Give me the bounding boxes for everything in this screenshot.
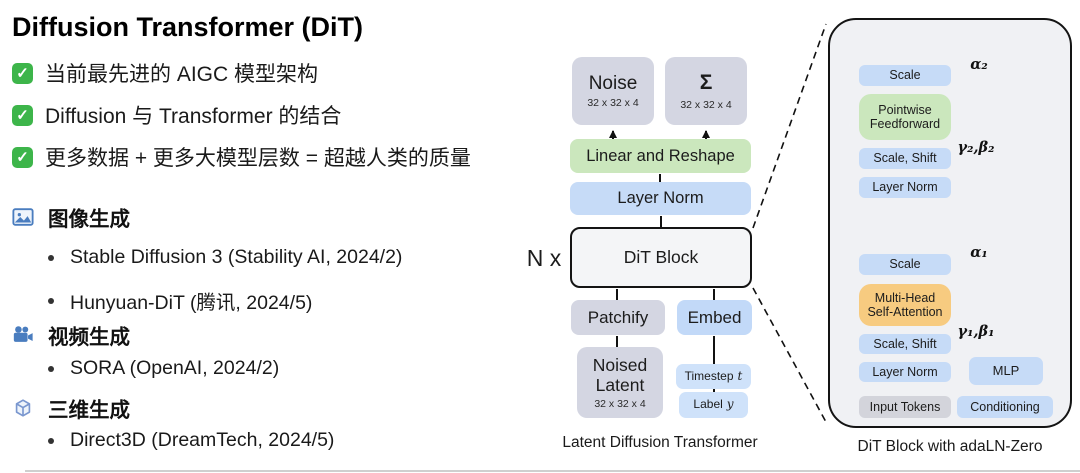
bullet-dot xyxy=(48,437,54,444)
check-icon xyxy=(12,62,33,84)
bullet-text: Direct3D (DreamTech, 2024/5) xyxy=(70,429,335,451)
scale-box-1: Scale xyxy=(859,254,951,275)
checklist-text: 当前最先进的 AIGC 模型架构 xyxy=(45,63,319,86)
dit-caption: DiT Block with adaLN-Zero xyxy=(857,438,1043,455)
list-item: Direct3D (DreamTech, 2024/5) xyxy=(48,429,334,452)
nx-multiplier-label: N x xyxy=(526,244,562,271)
checklist-item: Diffusion 与 Transformer 的结合 xyxy=(12,100,341,130)
list-item: Stable Diffusion 3 (Stability AI, 2024/2… xyxy=(48,246,402,269)
linear-reshape-box: Linear and Reshape xyxy=(570,139,751,173)
section-header-image: 图像生成 xyxy=(12,202,130,232)
checklist-text: 更多数据 + 更多大模型层数 = 超越人类的质量 xyxy=(45,147,471,170)
checklist-item: 当前最先进的 AIGC 模型架构 xyxy=(12,58,318,88)
cube-icon xyxy=(15,399,31,417)
ldt-caption: Latent Diffusion Transformer xyxy=(562,434,758,451)
scale-shift-box-1: Scale, Shift xyxy=(859,334,951,354)
slide-bottom-edge xyxy=(25,470,1080,472)
gamma-beta2-label: γ₂,β₂ xyxy=(957,139,995,156)
bullet-text: Hunyuan-DiT (腾讯, 2024/5) xyxy=(70,292,313,314)
section-header-video: 视频生成 xyxy=(12,320,130,350)
noised-latent-box: Noised Latent 32 x 32 x 4 xyxy=(577,347,663,418)
scale-shift-box-2: Scale, Shift xyxy=(859,148,951,169)
gamma-beta1-label: γ₁,β₁ xyxy=(957,323,995,340)
zoom-guide-dashes xyxy=(752,23,827,423)
page-title: Diffusion Transformer (DiT) xyxy=(12,12,364,42)
bullet-dot xyxy=(48,297,54,304)
section-title: 三维生成 xyxy=(48,399,130,422)
alpha1-label: α₁ xyxy=(970,244,988,261)
bullet-dot xyxy=(48,254,54,261)
conditioning-box: Conditioning xyxy=(957,396,1053,418)
section-title: 视频生成 xyxy=(48,326,130,349)
alpha2-label: α₂ xyxy=(970,56,988,73)
section-header-3d: 三维生成 xyxy=(12,393,130,423)
check-icon xyxy=(12,146,33,168)
noise-box: Noise 32 x 32 x 4 xyxy=(572,57,654,125)
bullet-text: SORA (OpenAI, 2024/2) xyxy=(70,357,280,379)
pointwise-feedforward-box: Pointwise Feedforward xyxy=(859,94,951,140)
list-item: SORA (OpenAI, 2024/2) xyxy=(48,357,279,380)
image-icon xyxy=(12,208,34,226)
bullet-text: Stable Diffusion 3 (Stability AI, 2024/2… xyxy=(70,246,403,268)
scale-box-2: Scale xyxy=(859,65,951,86)
mlp-box: MLP xyxy=(969,357,1043,385)
embed-box: Embed xyxy=(677,300,752,335)
checklist-text: Diffusion 与 Transformer 的结合 xyxy=(45,105,342,128)
layer-norm-box-1: Layer Norm xyxy=(859,362,951,382)
sigma-box: Σ 32 x 32 x 4 xyxy=(665,57,747,125)
bullet-dot xyxy=(48,365,54,372)
section-title: 图像生成 xyxy=(48,208,130,231)
input-tokens-box: Input Tokens xyxy=(859,396,951,418)
multi-head-self-attention-box: Multi-Head Self-Attention xyxy=(859,284,951,326)
dit-block-box: DiT Block xyxy=(570,227,752,288)
list-item: Hunyuan-DiT (腾讯, 2024/5) xyxy=(48,286,312,315)
layer-norm-box-2: Layer Norm xyxy=(859,177,951,198)
patchify-box: Patchify xyxy=(571,300,665,335)
check-icon xyxy=(12,104,33,126)
layer-norm-box: Layer Norm xyxy=(570,182,751,215)
video-camera-icon xyxy=(13,326,33,342)
checklist-item: 更多数据 + 更多大模型层数 = 超越人类的质量 xyxy=(12,142,471,172)
